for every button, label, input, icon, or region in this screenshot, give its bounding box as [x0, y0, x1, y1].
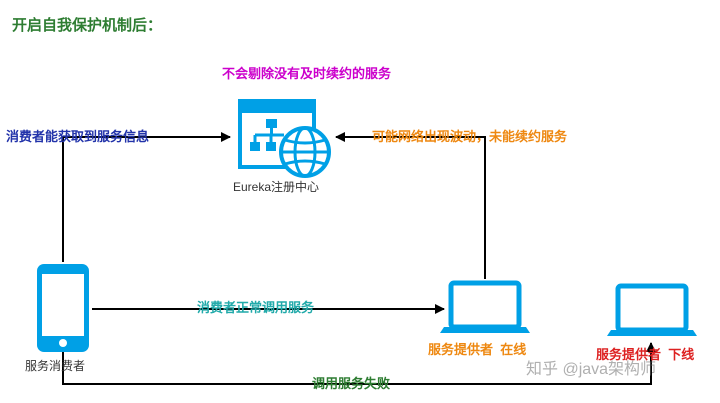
network-issue-label: 可能网络出现波动，未能续约服务: [372, 129, 568, 144]
eureka-server-globe-icon: [238, 99, 331, 178]
provider-offline-label: 服务提供者 下线: [596, 347, 695, 362]
page-title: 开启自我保护机制后：: [12, 17, 163, 34]
phone-icon: [37, 264, 89, 352]
eureka-caption: 不会剔除没有及时续约的服务: [222, 66, 392, 81]
normal-call-label: 消费者正常调用服务: [197, 300, 315, 315]
connectors: [62, 132, 656, 385]
laptop-offline-icon: [607, 283, 697, 336]
laptop-online-icon: [440, 280, 530, 333]
watermark: 知乎 @java架构师: [526, 361, 657, 378]
call-fail-arrow: [62, 342, 656, 385]
consumer-to-eureka-arrow: [62, 132, 231, 262]
consumer-get-label: 消费者能获取到服务信息: [6, 129, 150, 144]
provider-online-label: 服务提供者 在线: [428, 342, 527, 357]
call-fail-label: 调用服务失败: [312, 376, 391, 391]
provider-to-eureka-arrow: [335, 132, 486, 279]
consumer-label: 服务消费者: [25, 359, 86, 373]
eureka-label: Eureka注册中心: [233, 180, 320, 194]
